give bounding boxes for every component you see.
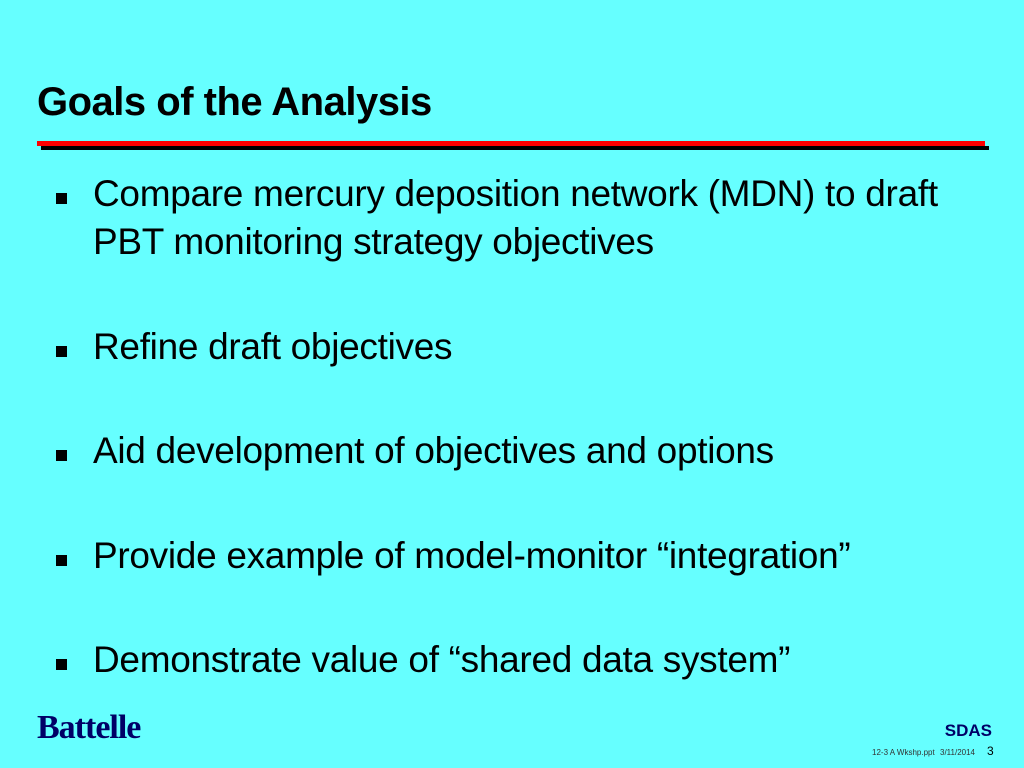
bullet-text: Refine draft objectives: [93, 326, 453, 367]
square-bullet-icon: [56, 450, 67, 461]
bullet-text: Compare mercury deposition network (MDN)…: [93, 173, 938, 262]
page-number: 3: [987, 744, 994, 758]
bullet-text: Provide example of model-monitor “integr…: [93, 535, 851, 576]
footer-brand: SDAS: [944, 721, 992, 740]
title-underline: [37, 141, 989, 150]
title-underline-shadow: [41, 146, 989, 150]
square-bullet-icon: [56, 193, 67, 204]
square-bullet-icon: [56, 555, 67, 566]
slide-title: Goals of the Analysis: [37, 80, 432, 124]
footer-filename: 12-3 A Wkshp.ppt: [872, 748, 935, 757]
footer-date: 3/11/2014: [940, 748, 975, 757]
title-underline-red: [37, 141, 985, 146]
bullet-text: Aid development of objectives and option…: [93, 430, 774, 471]
square-bullet-icon: [56, 346, 67, 357]
battelle-logo: Battelle: [37, 709, 141, 746]
bullet-text: Demonstrate value of “shared data system…: [93, 639, 791, 680]
square-bullet-icon: [56, 659, 67, 670]
